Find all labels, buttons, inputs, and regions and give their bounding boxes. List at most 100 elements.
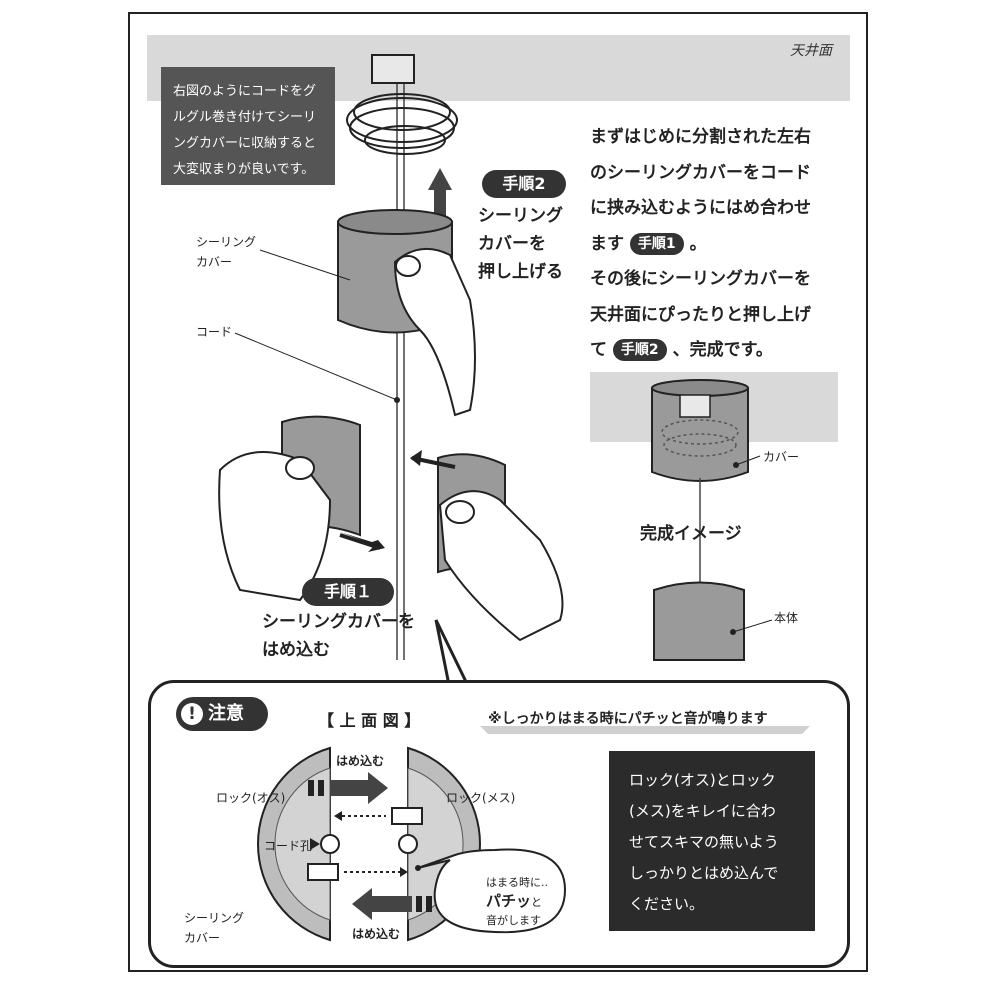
dotted-arrow-top-head [334,811,342,821]
click-note: ※しっかりはまる時にパチッと音が鳴ります [488,711,768,727]
label-cover: カバー [763,450,800,464]
label-line: シーリング [184,911,245,925]
instruction-line: その後にシーリングカバーを [590,269,811,289]
step1-inline-badge: 手順1 [629,232,684,255]
leader-cord [234,332,398,401]
arrow-stripe [318,780,324,796]
bubble-line: はまる時に.. [486,876,548,889]
label-line: カバー [184,931,221,945]
instruction-line: のシーリングカバーをコード [590,162,811,183]
completed-plug [679,394,711,418]
step1-title: シーリングカバーを はめ込む [262,608,415,664]
leader-cover-right [735,455,761,466]
exclamation-icon: ! [181,703,203,725]
hand-right [438,490,564,642]
instruction-text-post: 、完成です。 [672,340,773,360]
hamekomu-bottom: はめ込む [352,927,401,941]
big-arrow-right [330,772,388,804]
left-arrow-head [410,450,422,466]
bubble-line: パチッと [486,892,548,912]
leader-body [732,619,773,633]
notice-box-line: しっかりとはめ込んで [629,864,779,882]
ceiling-plug [371,54,415,84]
notice-box-line: せてスキマの無いよう [629,833,779,851]
hand-step2 [393,247,476,417]
notice-box-line: ください。 [629,895,705,913]
bubble-rest: と [531,896,543,909]
bubble-bold: パチッ [486,892,532,910]
arrow-stripe [416,896,422,912]
big-arrow-left [352,888,412,920]
tip-line: 右図のようにコードをグ [173,84,317,99]
step2-title: シーリング カバーを 押し上げる [478,202,563,286]
notice-box-line: ロック(オス)とロック [629,771,776,789]
coil-inside [661,419,739,457]
step2-badge: 手順2 [482,170,566,198]
notice-instruction-box: ロック(オス)とロック (メス)をキレイに合わ せてスキマの無いよう しっかりと… [609,751,815,931]
step1-badge: 手順１ [302,578,394,606]
cord-dot [394,397,400,403]
top-view-title: 【 上 面 図 】 [318,711,421,730]
top-view-diagram [257,746,567,942]
step2-inline-badge: 手順2 [612,339,667,361]
instruction-text-post: 。 [689,233,707,254]
instruction-line: に挟み込むようにはめ合わせ [590,198,811,218]
instruction-line: まずはじめに分割された左右 [590,127,811,147]
instruction-line: 天井面にぴったりと押し上げ [590,304,811,325]
label-cord-hole: コード孔 [264,839,313,853]
label-body: 本体 [774,611,799,625]
cord-hole-right [398,834,418,854]
tip-line: ルグル巻き付けてシーリ [173,110,317,125]
cord-hole-left [320,834,340,854]
step2-title-line: 押し上げる [478,262,563,282]
thumb-left [285,456,315,480]
lock-male-shape [307,863,339,881]
step1-title-line: はめ込む [262,640,330,660]
right-arrow-shaft [339,533,381,550]
instruction-line: ます 手順1 。 [590,227,860,263]
label-lock-female: ロック(メス) [446,791,516,805]
instruction-text-pre: て [590,340,607,360]
outer-frame [128,12,868,972]
label-ceiling-cover: シーリング カバー [196,232,256,272]
lock-female-shape [391,807,423,825]
arrow-stripe [308,780,314,796]
coiled-cord [346,93,458,155]
cord-hole-pointer [310,838,320,850]
tip-line: ングカバーに収納すると [173,136,317,151]
label-lock-male: ロック(オス) [216,791,286,805]
caution-label: 注意 [208,703,244,724]
cover-top [337,209,453,235]
leader-cover [259,249,351,281]
completed-cover [651,387,749,482]
fixture-body [653,581,745,661]
speech-bubble [417,848,567,934]
hamekomu-top: はめ込む [336,754,385,768]
step1-title-line: シーリングカバーを [262,612,415,632]
tip-box: 右図のようにコードをグ ルグル巻き付けてシーリ ングカバーに収納すると 大変収ま… [161,67,335,185]
label-line: シーリング [196,235,257,249]
instruction-text-pre: ます [590,233,624,254]
ceiling-label: 天井面 [790,43,832,59]
label-complete-image: 完成イメージ [640,524,742,544]
tip-line: 大変収まりが良いです。 [173,162,315,177]
dotted-arrow-bottom-head [400,867,408,877]
thumb-step2 [395,255,421,277]
label-ceiling-cover-notice: シーリング カバー [184,908,244,948]
instruction-text: まずはじめに分割された左右 のシーリングカバーをコード に挟み込むようにはめ合わ… [590,120,860,369]
completed-cover-top [651,379,749,397]
instruction-line: て 手順2 、完成です。 [590,333,860,369]
left-half-inner [274,767,331,921]
bubble-line: 音がします [486,914,541,927]
hand-left [218,451,332,602]
step2-title-line: シーリング [478,206,563,226]
click-note-underline [480,726,810,734]
bubble-text: はまる時に.. パチッと 音がします [486,874,548,930]
step2-title-line: カバーを [478,234,546,254]
label-cord: コード [196,325,233,339]
arrow-stripe [426,896,432,912]
bubble-dot [415,865,421,871]
thumb-right [445,500,475,524]
